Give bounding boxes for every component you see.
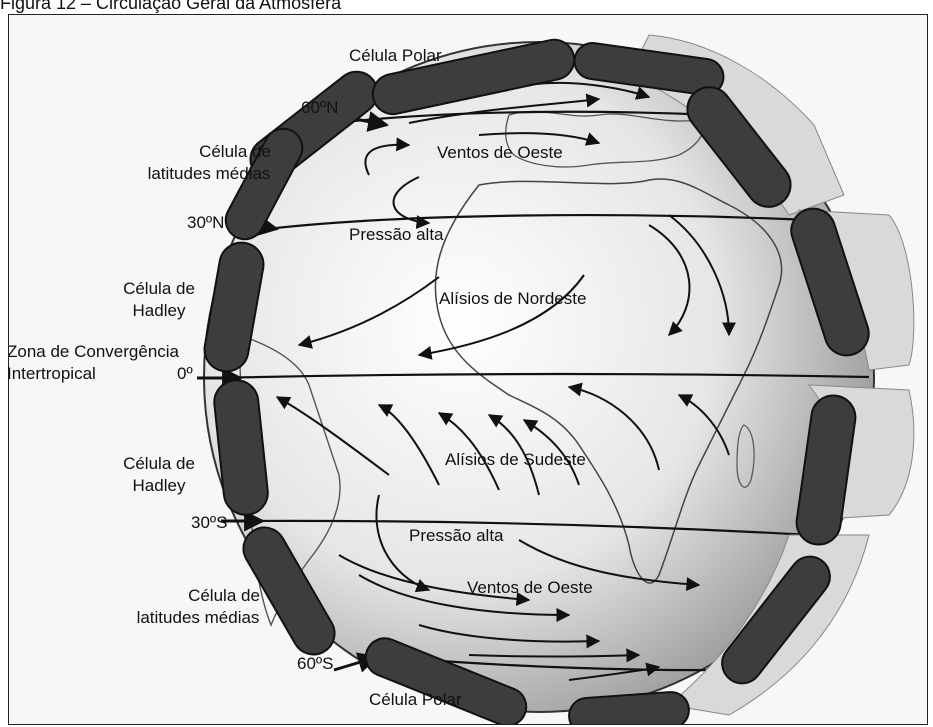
label-hadley-bottom-2: Hadley (109, 475, 209, 496)
label-polar-cell-bottom: Célula Polar (369, 689, 462, 710)
label-midlat-cell-top-1: Célula de (177, 141, 293, 162)
label-lat-60n: 60ºN (301, 97, 338, 118)
label-lat-30s: 30ºS (191, 512, 227, 533)
label-itcz-1: Zona de Convergência (8, 341, 179, 362)
label-lat-0: 0º (177, 363, 193, 384)
label-high-pressure-north: Pressão alta (349, 224, 444, 245)
label-midlat-cell-top-2: latitudes médias (125, 163, 293, 184)
label-se-trades: Alísios de Sudeste (445, 449, 586, 470)
label-itcz-2: Intertropical (8, 363, 96, 384)
figure-caption: Figura 12 – Circulação Geral da Atmosfer… (0, 0, 341, 14)
diagram-frame: Célula Polar 60ºN Célula de latitudes mé… (8, 14, 928, 725)
label-hadley-top-1: Célula de (109, 278, 209, 299)
label-lat-60s: 60ºS (297, 653, 333, 674)
label-hadley-bottom-1: Célula de (109, 453, 209, 474)
label-westerlies-north: Ventos de Oeste (437, 142, 563, 163)
label-polar-cell-top: Célula Polar (349, 45, 442, 66)
label-ne-trades: Alísios de Nordeste (439, 288, 586, 309)
label-hadley-top-2: Hadley (109, 300, 209, 321)
label-midlat-cell-bottom-1: Célula de (177, 585, 271, 606)
label-midlat-cell-bottom-2: latitudes médias (125, 607, 271, 628)
label-high-pressure-south: Pressão alta (409, 525, 504, 546)
label-lat-30n: 30ºN (187, 212, 224, 233)
label-westerlies-south: Ventos de Oeste (467, 577, 593, 598)
